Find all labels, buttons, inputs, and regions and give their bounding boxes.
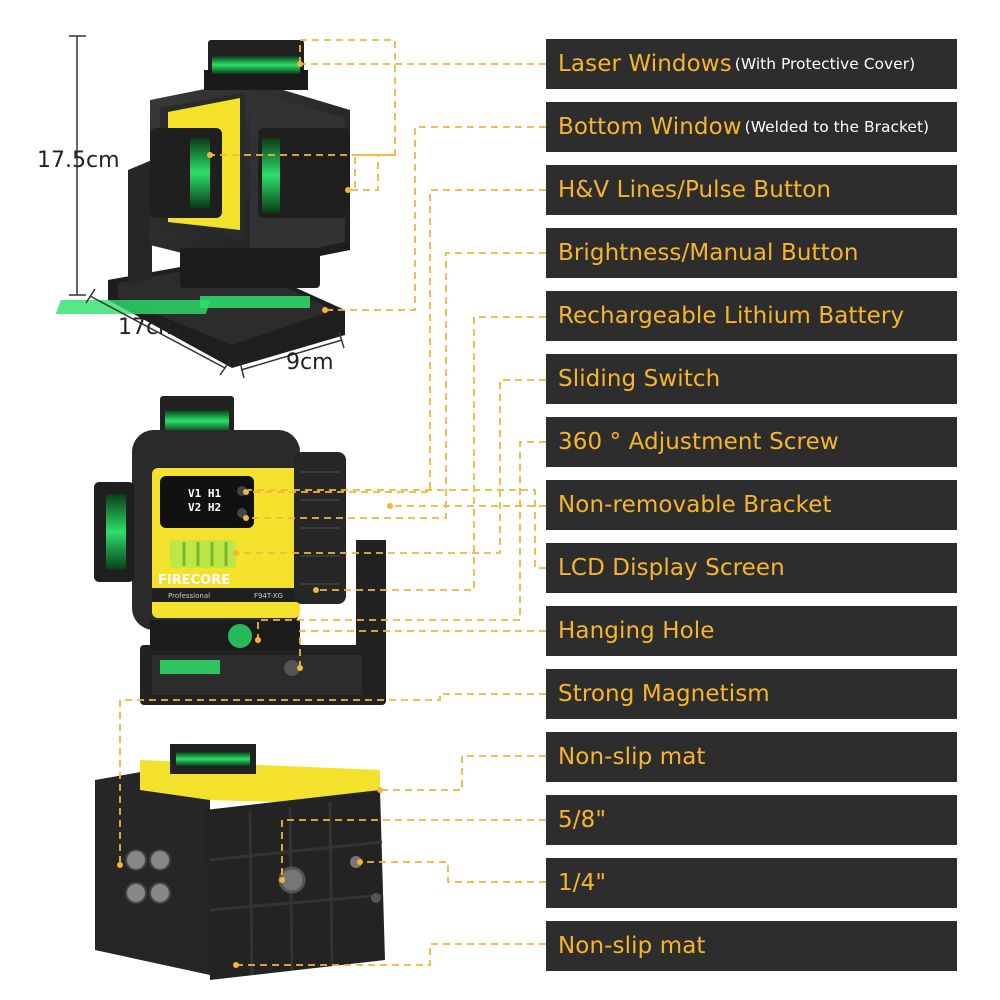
label-sub: (With Protective Cover) (734, 55, 916, 73)
label-main: LCD Display Screen (558, 555, 785, 581)
lcd-line-2: V2 H2 (188, 501, 221, 514)
bottom-view-device (95, 744, 385, 980)
label-laser-windows: Laser Windows (With Protective Cover) (546, 39, 957, 89)
label-main: Non-slip mat (558, 744, 706, 770)
leader-lines (119, 39, 546, 966)
model-code: F94T-XG (254, 592, 283, 600)
front-view-device: V1 H1 V2 H2 FIRECORE Professional F94T-X… (94, 396, 386, 705)
label-main: Brightness/Manual Button (558, 240, 859, 266)
label-adjustment-screw: 360 ° Adjustment Screw (546, 417, 957, 467)
dimension-length: 17cm (118, 315, 180, 340)
label-thread-5-8: 5/8" (546, 795, 957, 845)
label-main: Non-slip mat (558, 933, 706, 959)
label-main: Rechargeable Lithium Battery (558, 303, 905, 329)
model-line: Professional (168, 592, 210, 600)
dimension-width: 9cm (286, 350, 334, 375)
label-hv-lines-button: H&V Lines/Pulse Button (546, 165, 957, 215)
label-main: Laser Windows (558, 51, 732, 77)
label-main: 5/8" (558, 807, 606, 833)
label-sub: (Welded to the Bracket) (744, 118, 930, 136)
label-bottom-window: Bottom Window (Welded to the Bracket) (546, 102, 957, 152)
leader-dots (117, 61, 393, 968)
dimension-lines (69, 35, 345, 379)
label-brightness-button: Brightness/Manual Button (546, 228, 957, 278)
label-non-slip-mat-bottom: Non-slip mat (546, 921, 957, 971)
label-main: Sliding Switch (558, 366, 721, 392)
label-main: Non-removable Bracket (558, 492, 832, 518)
label-bracket: Non-removable Bracket (546, 480, 957, 530)
label-main: Bottom Window (558, 114, 742, 140)
label-thread-1-4: 1/4" (546, 858, 957, 908)
label-non-slip-mat-top: Non-slip mat (546, 732, 957, 782)
label-main: 1/4" (558, 870, 606, 896)
label-battery: Rechargeable Lithium Battery (546, 291, 957, 341)
top-view-device (55, 40, 350, 368)
dimension-height: 17.5cm (37, 148, 120, 173)
label-main: Hanging Hole (558, 618, 715, 644)
label-magnetism: Strong Magnetism (546, 669, 957, 719)
lcd-line-1: V1 H1 (188, 487, 221, 500)
label-sliding-switch: Sliding Switch (546, 354, 957, 404)
label-hanging-hole: Hanging Hole (546, 606, 957, 656)
label-main: Strong Magnetism (558, 681, 770, 707)
label-lcd-screen: LCD Display Screen (546, 543, 957, 593)
brand-name: FIRECORE (158, 573, 230, 588)
label-main: H&V Lines/Pulse Button (558, 177, 832, 203)
label-main: 360 ° Adjustment Screw (558, 429, 839, 455)
